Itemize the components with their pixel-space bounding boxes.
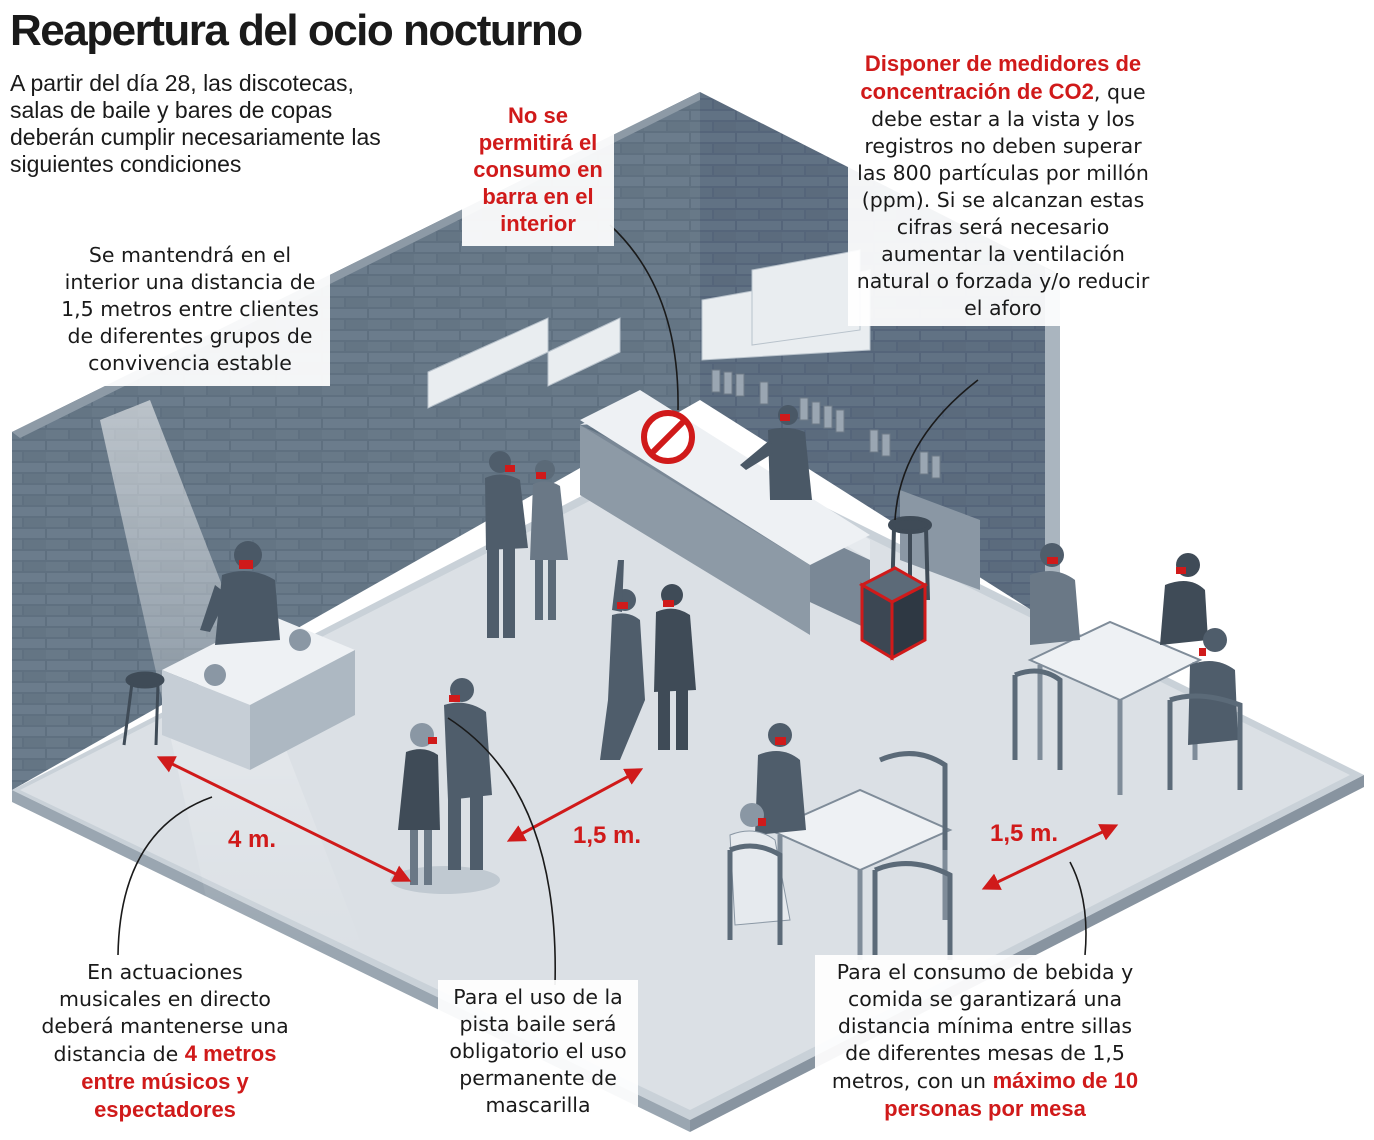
- note-music-highlight: 4 metros entre músicos y espectadores: [81, 1041, 277, 1122]
- note-co2-highlight: Disponer de medidores de concentración d…: [860, 51, 1142, 104]
- dj-figure: [200, 541, 280, 645]
- dj-mask: [239, 560, 253, 569]
- tables-distance-arrow: [981, 824, 1119, 890]
- front-couple-mask-1: [428, 737, 437, 744]
- note-tables-intro: Para el consumo de bebida y comida se ga…: [831, 960, 1134, 1093]
- dj-distance-arrow: [156, 756, 412, 882]
- dance-distance-label: 1,5 m.: [573, 822, 642, 849]
- table-front: [767, 788, 953, 960]
- bartender-figure: [740, 405, 812, 500]
- back-counter: [900, 490, 980, 590]
- dancing-couple-mask-2: [663, 600, 674, 607]
- dance-distance-arrow: [506, 768, 644, 842]
- right-table-people: [1030, 543, 1238, 745]
- no-bar-sign-icon: [641, 410, 695, 464]
- dj-booth: [162, 615, 355, 770]
- bottle-shelf: [711, 369, 941, 479]
- right-table-mask-1: [1047, 557, 1058, 564]
- note-co2-rest: , que debe estar a la vista y los regist…: [856, 80, 1150, 320]
- note-bar-rule: No se permitirá el consumo en barra en e…: [462, 98, 614, 246]
- dancing-couple-front: [390, 678, 500, 894]
- front-couple-mask-2: [449, 695, 460, 702]
- dj-distance-label: 4 m.: [228, 826, 277, 853]
- floor: [12, 440, 1364, 1132]
- right-table-mask-2: [1176, 567, 1186, 574]
- page-title: Reapertura del ocio nocturno: [10, 6, 583, 55]
- dancing-couple-center: [600, 560, 696, 760]
- right-table-mask-3: [1199, 648, 1206, 656]
- front-table-mask-1: [775, 737, 786, 745]
- note-mask: Para el uso de la pista baile será oblig…: [438, 980, 638, 1122]
- wall-lights: [427, 249, 871, 409]
- dj-stool: [122, 671, 165, 746]
- front-table-mask-2: [758, 818, 766, 826]
- note-music-intro: En actuaciones musicales en directo debe…: [41, 960, 289, 1066]
- front-table-chairs: [727, 751, 953, 960]
- right-brick-wall: [700, 92, 1060, 630]
- note-music: En actuaciones musicales en directo debe…: [30, 955, 300, 1123]
- leader-lines: [117, 224, 1087, 986]
- co2-meter: [858, 566, 929, 661]
- page-subtitle: A partir del día 28, las discotecas, sal…: [10, 70, 381, 177]
- note-co2: Disponer de medidores de concentración d…: [848, 46, 1158, 326]
- couple-near-bar-mask-1: [505, 465, 515, 472]
- note-tables-highlight: máximo de 10 personas por mesa: [884, 1068, 1139, 1121]
- bartender-mask: [780, 414, 790, 421]
- note-tables: Para el consumo de bebida y comida se ga…: [815, 955, 1155, 1123]
- dancing-couple-mask-1: [617, 602, 628, 609]
- note-distance-groups: Se mantendrá en el interior una distanci…: [50, 238, 330, 386]
- tables-distance-label: 1,5 m.: [990, 820, 1059, 847]
- right-table-chairs: [1012, 668, 1243, 790]
- couple-near-bar-mask-2: [536, 472, 546, 479]
